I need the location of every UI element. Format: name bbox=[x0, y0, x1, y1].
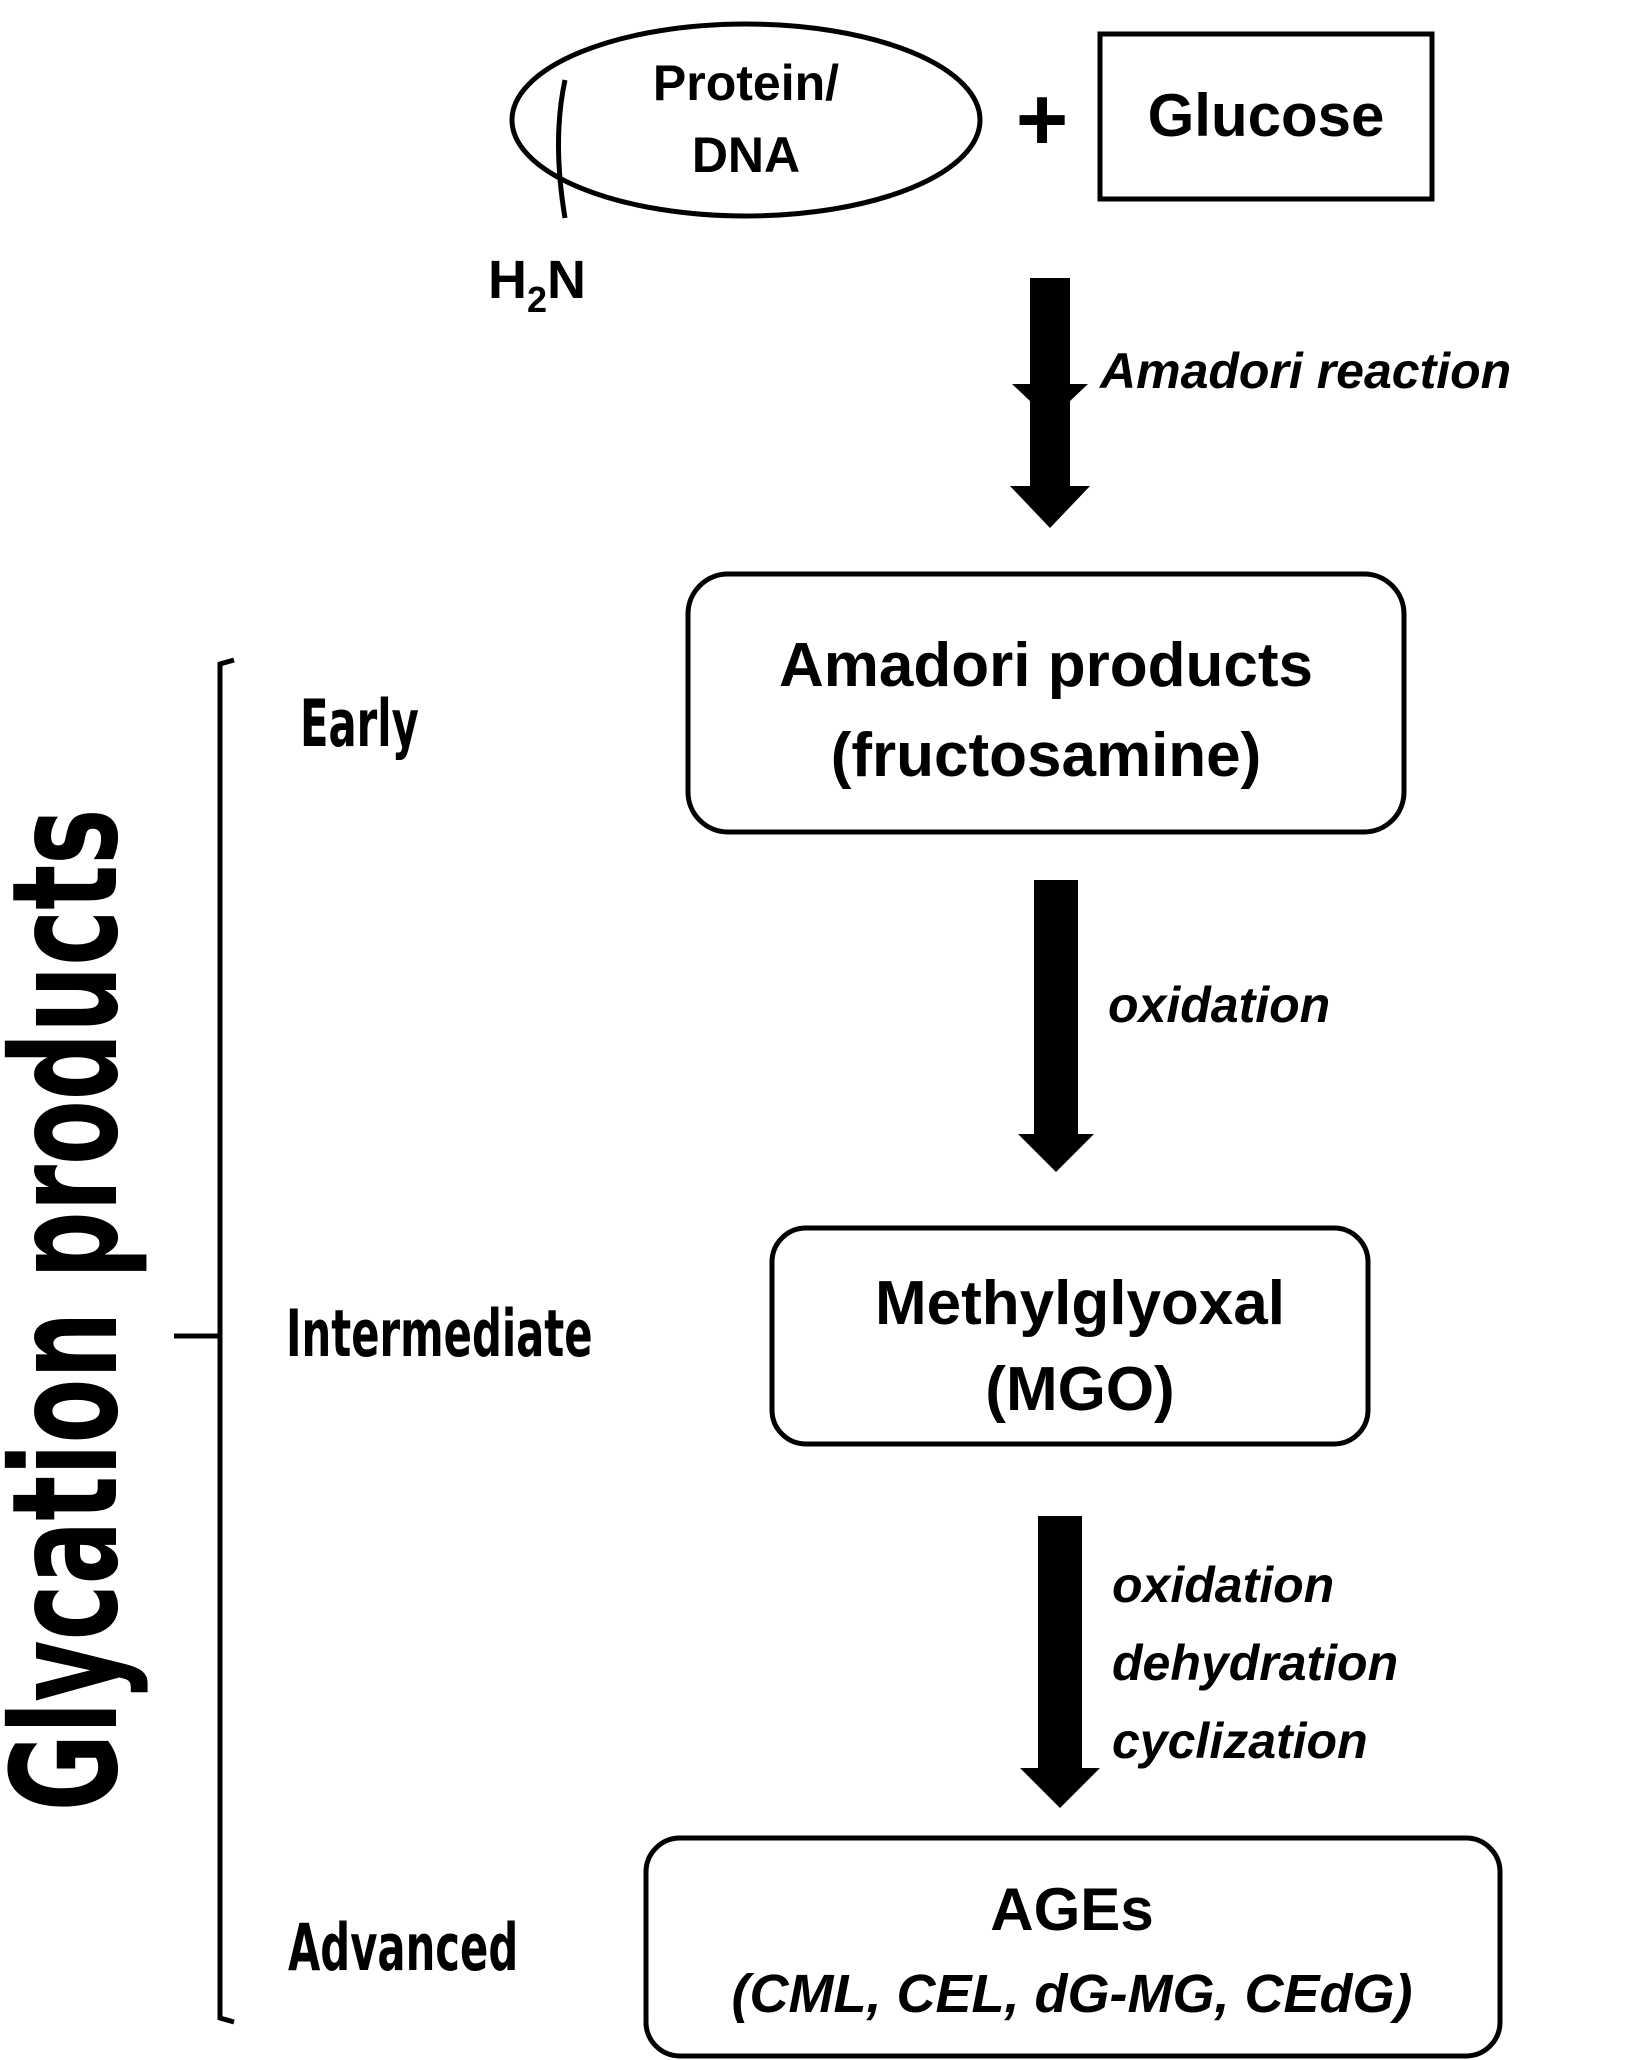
amadori-products-subtitle: (fructosamine) bbox=[831, 721, 1262, 790]
glucose-label: Glucose bbox=[1148, 82, 1385, 149]
protein-dna-ellipse bbox=[509, 21, 983, 219]
methylglyoxal-box: Methylglyoxal (MGO) bbox=[769, 1225, 1371, 1447]
plus-sign: + bbox=[1016, 70, 1069, 170]
step-label-oxidation: oxidation bbox=[1108, 977, 1330, 1033]
amine-group-label: H2N bbox=[488, 250, 586, 320]
methylglyoxal-box-border bbox=[769, 1225, 1371, 1447]
stage-label-intermediate: Intermediate bbox=[286, 1295, 593, 1371]
protein-dna-molecule: Protein/ DNA H2N bbox=[488, 21, 983, 320]
stage-bracket-line bbox=[217, 657, 235, 2025]
step-label-amadori-reaction: Amadori reaction bbox=[1098, 343, 1511, 399]
stage-bracket bbox=[174, 657, 235, 2025]
glucose-box-border bbox=[1097, 31, 1435, 202]
stage-label-advanced: Advanced bbox=[288, 1909, 518, 1985]
arrow-1-inner-head bbox=[1012, 384, 1088, 420]
stage-label-early: Early bbox=[300, 685, 419, 761]
arrow-3-shaft bbox=[1038, 1516, 1082, 1772]
ages-title: AGEs bbox=[990, 1876, 1153, 1943]
arrow-amadori-reaction bbox=[1010, 278, 1090, 528]
protein-label: Protein/ bbox=[653, 55, 839, 111]
glycation-products-title: Glycation products bbox=[0, 809, 152, 1812]
amadori-products-box-border bbox=[685, 571, 1407, 835]
glucose-box: Glucose bbox=[1097, 31, 1435, 202]
arrow-2-shaft bbox=[1034, 880, 1078, 1140]
amine-tail-line bbox=[556, 79, 568, 219]
ages-box-border bbox=[643, 1835, 1503, 2059]
methylglyoxal-title: Methylglyoxal bbox=[875, 1269, 1285, 1338]
amadori-products-box: Amadori products (fructosamine) bbox=[685, 571, 1407, 835]
arrow-oxidation-dehydration-cyclization bbox=[1020, 1516, 1100, 1808]
ages-box: AGEs (CML, CEL, dG-MG, CEdG) bbox=[643, 1835, 1503, 2059]
dna-label: DNA bbox=[692, 127, 800, 183]
arrow-1-head bbox=[1010, 486, 1090, 528]
step-label-dehydration: dehydration bbox=[1112, 1635, 1398, 1691]
step-label-oxidation-2: oxidation bbox=[1112, 1557, 1334, 1613]
arrow-2-head bbox=[1018, 1134, 1094, 1172]
step-label-cyclization: cyclization bbox=[1112, 1713, 1368, 1769]
arrow-oxidation bbox=[1018, 880, 1094, 1172]
amadori-products-title: Amadori products bbox=[779, 631, 1313, 700]
arrow-3-head bbox=[1020, 1768, 1100, 1808]
methylglyoxal-subtitle: (MGO) bbox=[985, 1355, 1174, 1424]
arrow-1-lower-shaft bbox=[1030, 418, 1070, 488]
ages-subtitle: (CML, CEL, dG-MG, CEdG) bbox=[732, 1964, 1413, 2024]
